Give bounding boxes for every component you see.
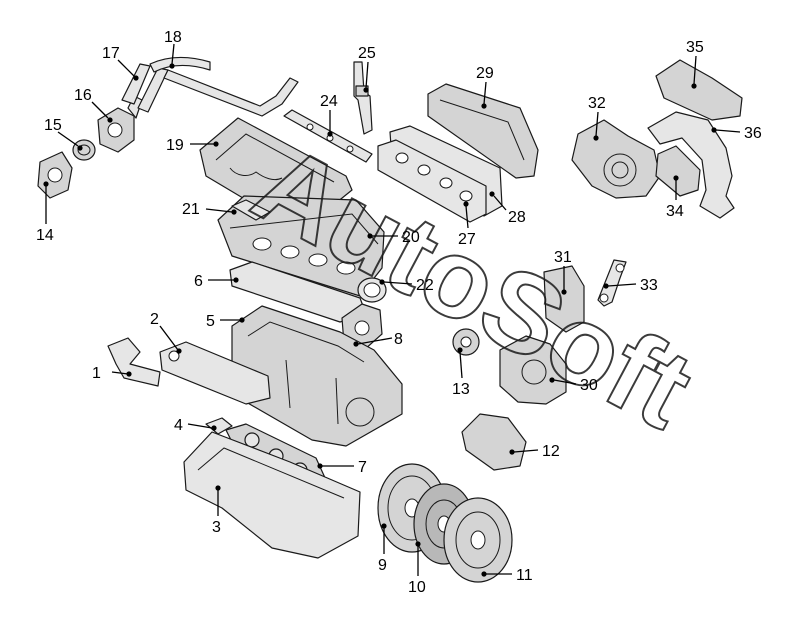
callout-7: 7: [358, 459, 367, 476]
callout-30: 30: [580, 377, 598, 394]
part-14-thermostat-housing: [37, 151, 73, 199]
part-25-injector: [353, 61, 373, 135]
part-22-pump-gasket: [357, 277, 387, 303]
callout-16: 16: [74, 87, 92, 104]
callout-34: 34: [666, 203, 684, 220]
callout-36: 36: [744, 125, 762, 142]
part-15-thermostat: [72, 139, 96, 161]
callout-11: 11: [516, 567, 533, 584]
callout-9: 9: [378, 557, 387, 574]
callout-29: 29: [476, 65, 494, 82]
callout-22: 22: [416, 277, 434, 294]
callout-4: 4: [174, 417, 183, 434]
callout-28: 28: [508, 209, 526, 226]
callout-35: 35: [686, 39, 704, 56]
callout-25: 25: [358, 45, 376, 62]
part-3-oil-pan: [183, 431, 361, 559]
part-4-seal: [205, 417, 233, 435]
callout-32: 32: [588, 95, 606, 112]
callout-24: 24: [320, 93, 338, 110]
callout-14: 14: [36, 227, 54, 244]
part-12-starter: [461, 413, 527, 471]
callout-15: 15: [44, 117, 62, 134]
callout-labels: 1 2 3 4 5 6 7 8 9 10 11 12 13 14 15 16 1…: [36, 29, 762, 596]
part-29-heat-shield: [427, 83, 539, 179]
callout-19: 19: [166, 137, 184, 154]
callout-33: 33: [640, 277, 658, 294]
part-36-downpipe: [647, 111, 735, 219]
part-16-water-outlet: [97, 95, 143, 153]
part-31-engine-mount: [543, 265, 585, 333]
part-1-coolant-pipe: [107, 337, 161, 387]
callout-6: 6: [194, 273, 203, 290]
callout-20: 20: [402, 229, 420, 246]
part-33-torque-rod: [597, 259, 627, 307]
callout-8: 8: [394, 331, 403, 348]
part-30-alternator: [499, 335, 567, 405]
callout-18: 18: [164, 29, 182, 46]
callout-31: 31: [554, 249, 572, 266]
callout-3: 3: [212, 519, 221, 536]
callout-1: 1: [92, 365, 101, 382]
leader-lines: [43, 43, 741, 577]
callout-5: 5: [206, 313, 215, 330]
callout-12: 12: [542, 443, 560, 460]
callout-10: 10: [408, 579, 426, 596]
callout-13: 13: [452, 381, 470, 398]
part-32-turbocharger: [571, 119, 661, 199]
part-27-manifold-gasket: [377, 139, 487, 223]
part-2-oil-cooler: [159, 341, 271, 405]
part-18-coolant-pipe: [149, 56, 299, 117]
part-17-hose: [121, 63, 169, 113]
part-24-fuel-rail: [283, 109, 373, 163]
callout-2: 2: [150, 311, 159, 328]
part-35-heat-shield: [655, 59, 743, 121]
callout-17: 17: [102, 45, 120, 62]
callout-21: 21: [182, 201, 200, 218]
callout-27: 27: [458, 231, 476, 248]
part-34-catalyst: [655, 145, 701, 197]
part-20-cylinder-head: [217, 195, 385, 297]
part-11-pressure-plate: [443, 497, 513, 583]
part-21-bracket: [231, 199, 271, 221]
